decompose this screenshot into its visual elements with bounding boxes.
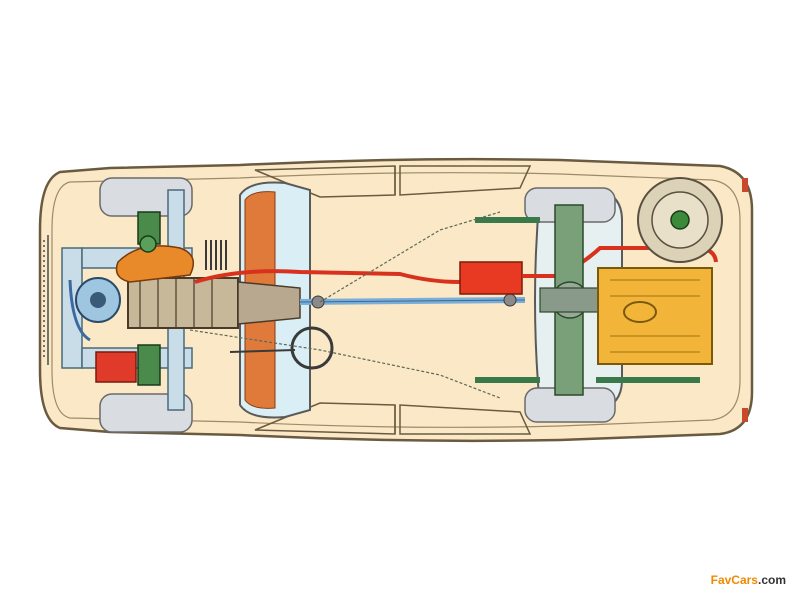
transmission xyxy=(237,281,301,325)
engine xyxy=(68,211,239,386)
firewall-vent xyxy=(205,240,227,270)
rear-light-bottom xyxy=(742,408,748,422)
spare-wheel xyxy=(637,177,723,263)
rear-axle xyxy=(539,204,601,396)
rear-light-top xyxy=(742,178,748,192)
rear-suspension xyxy=(475,217,700,383)
favcars-watermark: FavCars.com xyxy=(711,573,786,587)
watermark-part-domain: .com xyxy=(757,573,786,587)
brake-lines xyxy=(189,211,501,399)
steering-wheel xyxy=(229,326,334,370)
watermark-part-fav: Fav xyxy=(710,573,732,587)
watermark-part-cars: Cars xyxy=(731,573,758,587)
body-inner-line xyxy=(51,172,741,428)
driveshaft xyxy=(299,293,526,309)
exhaust-system xyxy=(194,246,718,295)
fuel-tank xyxy=(597,267,713,365)
front-grille xyxy=(43,235,49,365)
